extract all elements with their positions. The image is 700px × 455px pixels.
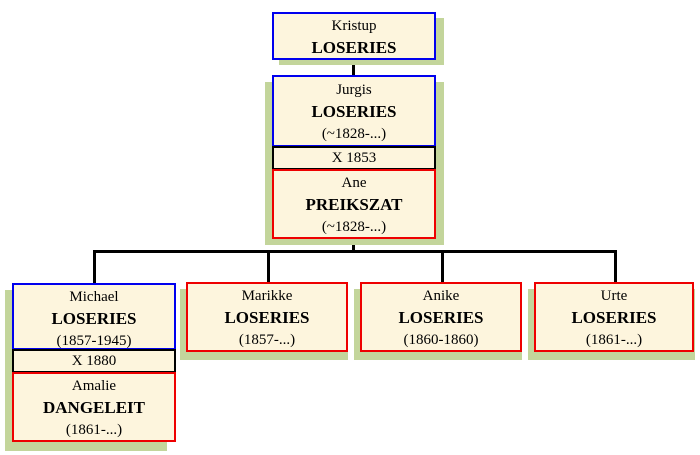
surname: LOSERIES xyxy=(571,308,657,327)
given-name: Urte xyxy=(600,288,628,304)
given-name: Marikke xyxy=(241,288,293,304)
given-name: Jurgis xyxy=(336,82,372,98)
life-dates: (1861-...) xyxy=(585,332,643,348)
connector-urte xyxy=(614,250,617,282)
surname: LOSERIES xyxy=(398,308,484,327)
surname: DANGELEIT xyxy=(42,398,146,417)
given-name: Ane xyxy=(341,175,367,191)
given-name: Michael xyxy=(69,289,119,305)
person-box-amalie[interactable]: Amalie DANGELEIT (1861-...) xyxy=(12,372,176,442)
connector-anike xyxy=(441,250,444,282)
given-name: Amalie xyxy=(71,378,117,394)
surname: PREIKSZAT xyxy=(305,195,403,214)
marriage-box-jurgis-ane: X 1853 xyxy=(272,146,436,170)
connector-kristup-jurgis xyxy=(352,59,355,76)
person-box-jurgis[interactable]: Jurgis LOSERIES (~1828-...) xyxy=(272,75,436,147)
given-name: Anike xyxy=(422,288,460,304)
surname: LOSERIES xyxy=(224,308,310,327)
person-box-michael[interactable]: Michael LOSERIES (1857-1945) xyxy=(12,283,176,350)
person-box-anike[interactable]: Anike LOSERIES (1860-1860) xyxy=(360,282,522,352)
surname: LOSERIES xyxy=(311,102,397,121)
life-dates: (1860-1860) xyxy=(403,332,479,348)
person-box-ane[interactable]: Ane PREIKSZAT (~1828-...) xyxy=(272,169,436,239)
life-dates: (~1828-...) xyxy=(321,219,387,235)
life-dates: (~1828-...) xyxy=(321,126,387,142)
life-dates: (1857-...) xyxy=(238,332,296,348)
person-box-marikke[interactable]: Marikke LOSERIES (1857-...) xyxy=(186,282,348,352)
connector-michael xyxy=(93,250,96,284)
life-dates: (1857-1945) xyxy=(56,333,132,349)
marriage-box-michael-amalie: X 1880 xyxy=(12,349,176,373)
person-box-urte[interactable]: Urte LOSERIES (1861-...) xyxy=(534,282,694,352)
connector-children-bar xyxy=(93,250,617,253)
surname: LOSERIES xyxy=(51,309,137,328)
given-name: Kristup xyxy=(331,18,377,34)
surname: LOSERIES xyxy=(311,38,397,57)
connector-marikke xyxy=(267,250,270,282)
person-box-kristup[interactable]: Kristup LOSERIES xyxy=(272,12,436,60)
life-dates: (1861-...) xyxy=(65,422,123,438)
